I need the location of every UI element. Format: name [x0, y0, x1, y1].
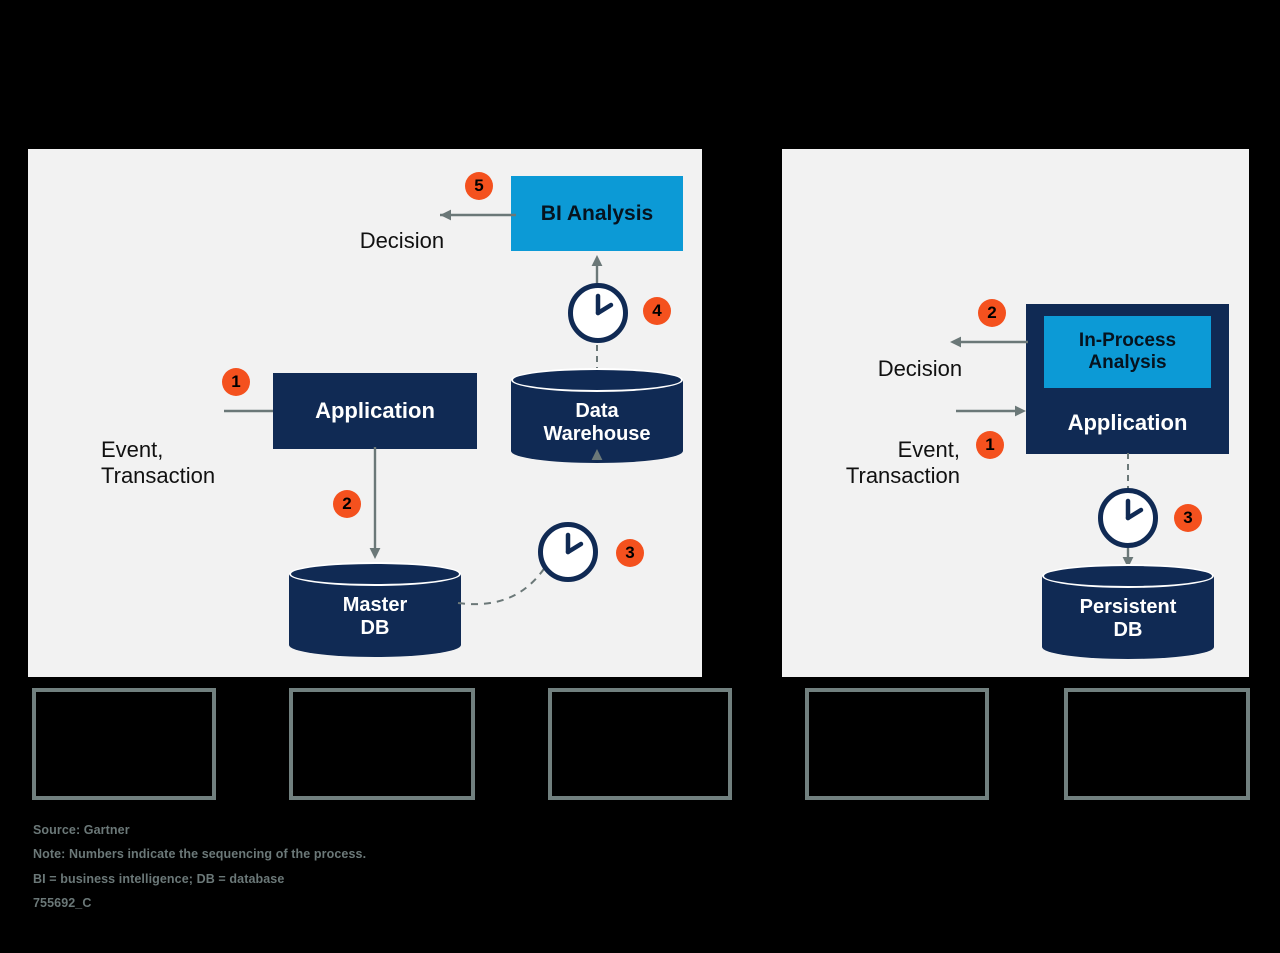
step-badge-2-right: 2 [978, 299, 1006, 327]
event-transaction-label-right: Event, Transaction [804, 383, 960, 544]
cyl-top [289, 562, 461, 586]
arrow-application-to-masterdb [369, 447, 381, 559]
application-box-left[interactable]: Application [273, 373, 477, 449]
master-db-label: Master DB [342, 594, 408, 639]
application-label-left: Application [315, 398, 435, 423]
step-badge-1-right: 1 [976, 431, 1004, 459]
cyl-top [511, 368, 683, 392]
footer-source: Source: Gartner [33, 823, 130, 837]
dashed-masterdb-to-clock [457, 562, 549, 606]
event-line-1: Event, Transaction [845, 436, 960, 489]
caption-box-4 [805, 688, 989, 800]
event-transaction-label-left: Event, Transaction [101, 383, 215, 544]
right-panel: In-Process Analysis Application Decision… [782, 149, 1249, 677]
arrow-input-to-application-right [956, 405, 1026, 417]
event-line-1: Event, Transaction [101, 436, 216, 489]
application-label-right: Application [1067, 410, 1188, 435]
left-panel: BI Analysis Decision 5 4 [28, 149, 702, 677]
step-badge-5: 5 [465, 172, 493, 200]
decision-label-left: Decision [323, 201, 444, 281]
decision-text: Decision [359, 227, 445, 253]
caption-box-3 [548, 688, 732, 800]
decision-text: Decision [877, 355, 963, 381]
step-badge-3-right: 3 [1174, 504, 1202, 532]
in-process-line-2: Analysis [1088, 352, 1167, 373]
footer-notes: Source: Gartner Note: Numbers indicate t… [33, 818, 366, 916]
caption-box-1 [32, 688, 216, 800]
bi-analysis-box[interactable]: BI Analysis [511, 176, 683, 251]
arrow-clock-to-bi [591, 255, 603, 285]
cyl-top [1042, 564, 1214, 588]
caption-box-2 [289, 688, 475, 800]
footer-abbreviations: BI = business intelligence; DB = databas… [33, 871, 285, 886]
persistent-db-cylinder[interactable]: Persistent DB [1042, 564, 1214, 659]
decision-label-right: Decision [841, 329, 962, 409]
persistence-latency-clock [1098, 488, 1158, 548]
step-badge-1-left: 1 [222, 368, 250, 396]
caption-box-5 [1064, 688, 1250, 800]
footer-doc-id: 755692_C [33, 896, 92, 911]
arrow-app-to-decision-right [950, 336, 1028, 348]
step-badge-4: 4 [643, 297, 671, 325]
batch-latency-clock-lower [538, 522, 598, 582]
dashed-app-to-clock-right [1127, 453, 1129, 489]
step-badge-2-left: 2 [333, 490, 361, 518]
application-box-right[interactable]: In-Process Analysis Application [1026, 304, 1229, 454]
persistent-db-label: Persistent DB [1079, 596, 1177, 641]
arrow-bi-to-decision [440, 209, 516, 221]
data-warehouse-label: Data Warehouse [543, 400, 651, 445]
master-db-cylinder[interactable]: Master DB [289, 562, 461, 657]
in-process-line-1: In-Process [1078, 330, 1177, 352]
step-badge-3-left: 3 [616, 539, 644, 567]
bi-analysis-label: BI Analysis [540, 201, 654, 225]
batch-latency-clock-upper [568, 283, 628, 343]
arrow-into-data-warehouse [591, 449, 603, 460]
arrow-clock-to-persistentdb [1122, 548, 1134, 568]
data-warehouse-cylinder[interactable]: Data Warehouse [511, 368, 683, 463]
footer-note: Note: Numbers indicate the sequencing of… [33, 847, 367, 862]
in-process-analysis-box[interactable]: In-Process Analysis [1044, 316, 1211, 388]
